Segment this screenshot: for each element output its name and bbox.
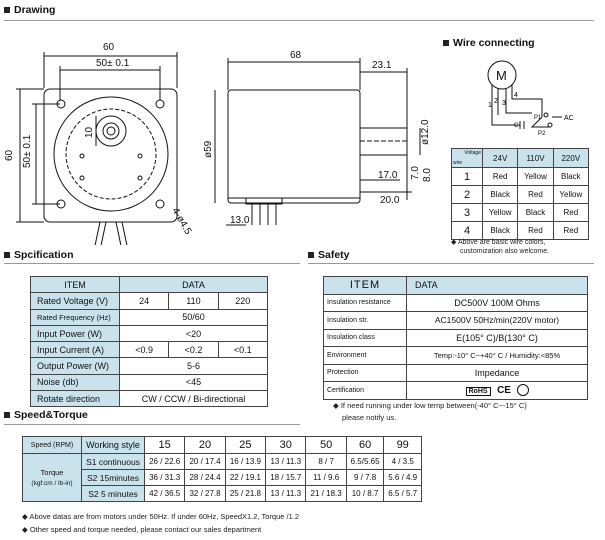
motor-symbol (487, 60, 517, 90)
dim-68: 68 (290, 50, 302, 61)
p2-label: P2 (538, 131, 546, 137)
p1-label: P1 (534, 115, 542, 121)
mount-hole (155, 199, 165, 209)
ac-label: AC (564, 115, 574, 122)
dim-59: ø59 (203, 140, 214, 158)
safety-note-1: ◆ If need running under low temp between… (333, 401, 527, 410)
c-label: C (514, 123, 519, 129)
table-row: Certification RoHS CE (323, 381, 588, 400)
wire-voltage-header: 24V (481, 148, 519, 168)
motor-label: M (496, 68, 507, 83)
table-row: Input Current (A) <0.9 <0.2 <0.1 (30, 341, 269, 359)
dim-50-left: 50± 0.1 (22, 134, 33, 168)
shaft-boss (95, 115, 127, 147)
table-row: Rotate direction CW / CCW / Bi-direction… (30, 390, 268, 408)
wire-table-corner: Voltage wire (451, 148, 483, 168)
svg-text:1: 1 (488, 102, 492, 109)
section-speed-torque: Speed&Torque (4, 409, 88, 421)
wire-note-2: customization also welcome. (460, 248, 550, 255)
section-safety: Safety (308, 249, 350, 261)
dim-8: 8.0 (422, 168, 433, 182)
speed-note-1: ◆ Above datas are from motors under 50Hz… (22, 512, 300, 521)
dim-10: 10 (84, 126, 95, 138)
table-row: S2 5 minutes 42 / 36.5 32 / 27.8 25 / 21… (23, 485, 422, 502)
table-row: Protection Impedance (323, 363, 588, 382)
table-row: 2 Black Red Yellow (451, 185, 590, 204)
svg-text:2: 2 (494, 98, 498, 105)
speed-torque-table: Speed (RPM) Working style 15 20 25 30 50… (22, 436, 422, 502)
divider (4, 424, 300, 425)
wire-voltage-header: 110V (517, 148, 554, 168)
table-row: Rated Frequency (Hz) 50/60 (30, 308, 268, 326)
wire-note-1: ◆ Above are basic wire colors, (451, 239, 546, 246)
table-row: 1 Red Yellow Black (451, 167, 590, 186)
mount-hole (155, 99, 165, 109)
section-drawing: Drawing (4, 4, 55, 16)
wiring-diagram: M 1 2 3 4 P1 P2 C AC (487, 60, 574, 137)
motor-front-circle (53, 96, 169, 212)
dim-50-top: 50± 0.1 (96, 58, 130, 69)
table-row: Output Power (W) 5-6 (30, 357, 268, 375)
table-row: Insulation resistance DC500V 100M Ohms (323, 293, 588, 312)
divider (4, 20, 594, 21)
table-row: 3 Yellow Black Red (451, 203, 590, 222)
wire-color-table: Voltage wire 24V 110V 220V 1 Red Yellow … (451, 148, 590, 240)
table-row: 4 Black Red Red (451, 221, 590, 240)
ul-logo-icon (516, 384, 529, 397)
safety-note-2: please notify us. (342, 413, 397, 422)
dim-12: ø12.0 (420, 119, 431, 145)
torque-label-cell: Torque (kgf.cm / lb-in) (22, 453, 82, 502)
cert-cell: RoHS CE (406, 381, 588, 400)
spec-table: ITEM DATA Rated Voltage (V) 24 110 220 R… (30, 275, 269, 408)
table-row: Insulation class E(105° C)/B(130° C) (323, 328, 588, 347)
svg-text:3: 3 (502, 100, 506, 107)
table-row: Noise (db) <45 (30, 373, 268, 392)
table-row: Input Power (W) <20 (30, 324, 268, 343)
safety-table: ITEM DATA Insulation resistance DC500V 1… (323, 276, 588, 400)
table-row: S2 15minutes 36 / 31.3 28 / 24.4 22 / 19… (23, 469, 422, 486)
table-row: Rated Voltage (V) 24 110 220 (30, 292, 269, 310)
dim-20: 20.0 (380, 195, 400, 206)
dim-7: 7.0 (410, 166, 421, 180)
table-row: Torque (kgf.cm / lb-in) S1 continuous 26… (22, 453, 422, 502)
motor-front-face (43, 88, 178, 223)
speed-note-2: ◆ Other speed and torque needed, please … (22, 525, 262, 534)
section-wire-connecting: Wire connecting (443, 37, 535, 49)
section-specification: Spcification (4, 249, 74, 261)
table-row: Insulation str. AC1500V 50Hz/min(220V mo… (323, 311, 588, 330)
ce-logo: CE (497, 384, 511, 396)
motor-drawing: 60 50± 0.1 60 50± 0.1 10 4-ø4.5 68 23.1 … (4, 42, 433, 245)
motor-side-body (227, 89, 361, 204)
dim-60-top: 60 (103, 42, 115, 53)
dim-23: 23.1 (372, 60, 392, 71)
svg-text:4: 4 (514, 92, 518, 99)
dim-60-left: 60 (4, 149, 15, 161)
dim-17: 17.0 (378, 170, 398, 181)
rohs-logo: RoHS (465, 386, 491, 396)
dim-13: 13.0 (230, 215, 250, 226)
divider (308, 263, 594, 264)
table-row: Environment Temp:-10° C~+40° C / Humidit… (323, 346, 588, 365)
divider (4, 263, 300, 264)
wire-voltage-header: 220V (552, 148, 590, 168)
